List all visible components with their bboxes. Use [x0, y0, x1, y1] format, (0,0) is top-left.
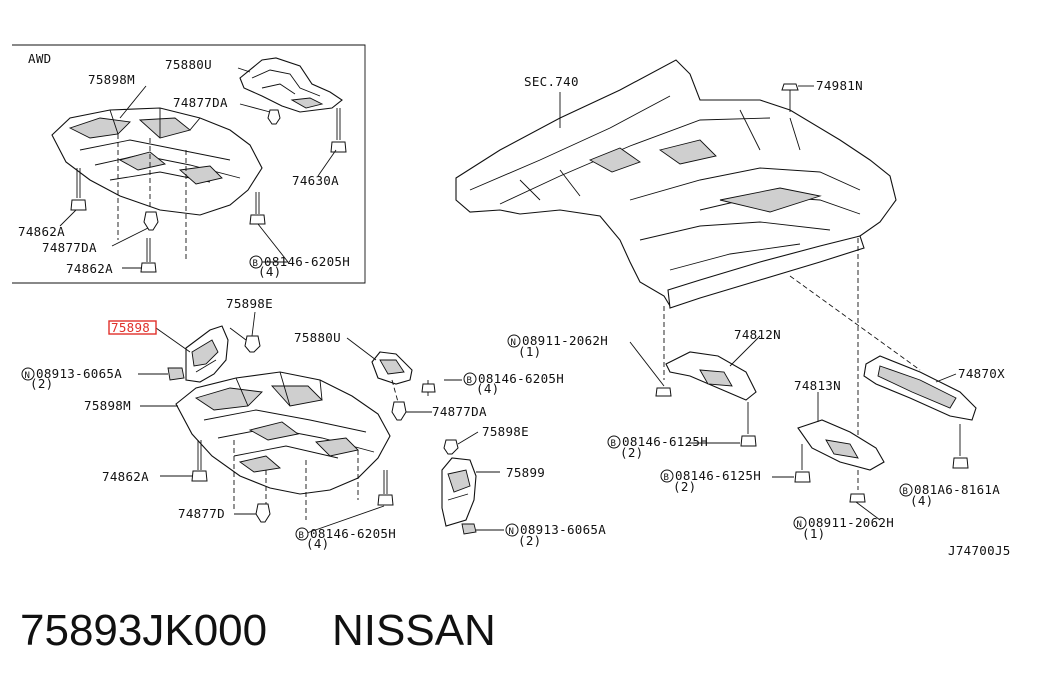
bracket-74812N[interactable] — [665, 351, 757, 401]
label-74981N: 74981N — [816, 78, 863, 93]
label-08911-2062H-b: 08911-2062H — [808, 515, 894, 530]
label-74862A: 74862A — [102, 469, 149, 484]
inset-clip-74877DA — [267, 109, 281, 125]
plug-74981N — [781, 83, 799, 112]
label-74877DA: 74877DA — [432, 404, 487, 419]
label-75899: 75899 — [506, 465, 545, 480]
inset-under-cover-75898M[interactable] — [51, 107, 263, 216]
label-08146-6205H-inset: 08146-6205H — [264, 254, 350, 269]
label-081A6-8161A: 081A6-8161A — [914, 482, 1000, 497]
prefix-B-c: B — [611, 439, 616, 449]
inset-bolt-08146-6205H — [249, 192, 266, 225]
qty-08146-6205H-a: (4) — [306, 536, 329, 551]
inset-clip-74877DA-b — [143, 211, 159, 231]
label-74812N: 74812N — [734, 327, 781, 342]
qty-08146-6125H-a: (2) — [620, 445, 643, 460]
inset-bolt-74630A — [330, 108, 347, 153]
qty-08911-2062H-b: (1) — [802, 526, 825, 541]
label-08146-6125H-a: 08146-6125H — [622, 434, 708, 449]
floor-panel-group: 74981N SEC.740 74812N N 08911-2062H (1) … — [455, 59, 1011, 558]
label-sec740: SEC.740 — [524, 74, 579, 89]
qty-08913-6065A-b: (2) — [518, 533, 541, 548]
bolt-08146-6205H-a — [377, 470, 394, 506]
qty-081A6-8161A: (4) — [910, 493, 933, 508]
qty-08911-2062H-a: (1) — [518, 344, 541, 359]
label-75898E-a: 75898E — [226, 296, 273, 311]
inset-engine-cover-75880U[interactable] — [239, 57, 343, 113]
prefix-N-a: N — [25, 371, 30, 381]
bolt-08146-6125H-b — [794, 444, 811, 483]
label-74862A-inset-a: 74862A — [18, 224, 65, 239]
prefix-B-a: B — [299, 531, 304, 541]
label-75880U-inset: 75880U — [165, 57, 212, 72]
clip-74877DA — [391, 401, 407, 421]
awd-inset: AWD — [12, 44, 366, 284]
under-cover-75898M[interactable] — [175, 371, 391, 495]
inset-bolt-74862A-b — [140, 238, 157, 273]
label-74630A-inset: 74630A — [292, 173, 339, 188]
label-74862A-inset-b: 74862A — [66, 261, 113, 276]
label-08913-6065A-a: 08913-6065A — [36, 366, 122, 381]
label-08913-6065A-b: 08913-6065A — [520, 522, 606, 537]
label-75898M: 75898M — [84, 398, 131, 413]
qty-08913-6065A-a: (2) — [30, 376, 53, 391]
clip-75898E-b — [443, 439, 459, 455]
floor-panel-sec740[interactable] — [455, 59, 897, 309]
center-parts-group: 75880U B 08146-6205H (4) 74877DA 75898E … — [294, 330, 606, 548]
highlight-box[interactable] — [108, 320, 157, 335]
label-08911-2062H-a: 08911-2062H — [522, 333, 608, 348]
engine-cover-75880U[interactable] — [371, 351, 413, 385]
part-number: 75893JK000 — [20, 606, 267, 655]
clip-75898E-a — [244, 335, 261, 353]
nut-08913-6065A-b — [461, 523, 477, 535]
brand-name: NISSAN — [332, 606, 496, 655]
prefix-N-b: N — [509, 527, 514, 537]
label-08146-6205H-b: 08146-6205H — [478, 371, 564, 386]
label-08146-6205H-a: 08146-6205H — [310, 526, 396, 541]
prefix-B-b: B — [467, 376, 472, 386]
bolt-08146-6125H-a — [740, 402, 757, 447]
label-74877D: 74877D — [178, 506, 225, 521]
label-75898-highlighted[interactable]: 75898 — [111, 320, 150, 335]
label-74877DA-inset-b: 74877DA — [42, 240, 97, 255]
label-75898M-inset: 75898M — [88, 72, 135, 87]
label-75880U: 75880U — [294, 330, 341, 345]
bolt-08146-6205H-b — [421, 380, 436, 396]
nut-08911-2062H-b — [849, 493, 866, 503]
awd-tag: AWD — [28, 51, 51, 66]
prefix-N-d: N — [797, 520, 802, 530]
main-under-cover-group: 75898 75898E N 08913-6065A (2) 75898M 74… — [21, 296, 396, 551]
prefix-B-e: B — [903, 487, 908, 497]
label-74813N: 74813N — [794, 378, 841, 393]
label-74877DA-inset-a: 74877DA — [173, 95, 228, 110]
label-74870X: 74870X — [958, 366, 1005, 381]
crossmember-74870X[interactable] — [863, 355, 977, 421]
bolt-081A6-8161A — [952, 424, 969, 469]
prefix-B-inset: B — [253, 259, 258, 269]
clip-74877D — [255, 503, 271, 523]
nut-08911-2062H-a — [655, 387, 672, 397]
nut-08913-6065A-a — [167, 367, 185, 381]
prefix-N-c: N — [511, 338, 516, 348]
label-75898E-b: 75898E — [482, 424, 529, 439]
side-cover-75899[interactable] — [441, 457, 477, 527]
inset-bolt-74862A-a — [70, 168, 87, 211]
prefix-B-d: B — [664, 473, 669, 483]
qty-08146-6205H-b: (4) — [476, 381, 499, 396]
qty-08146-6205H-inset: (4) — [258, 264, 281, 279]
drawing-code: J74700J5 — [948, 543, 1011, 558]
bolt-74862A — [191, 440, 208, 482]
side-cover-75898[interactable] — [185, 325, 229, 383]
bracket-74813N[interactable] — [797, 419, 885, 471]
qty-08146-6125H-b: (2) — [673, 479, 696, 494]
label-08146-6125H-b: 08146-6125H — [675, 468, 761, 483]
